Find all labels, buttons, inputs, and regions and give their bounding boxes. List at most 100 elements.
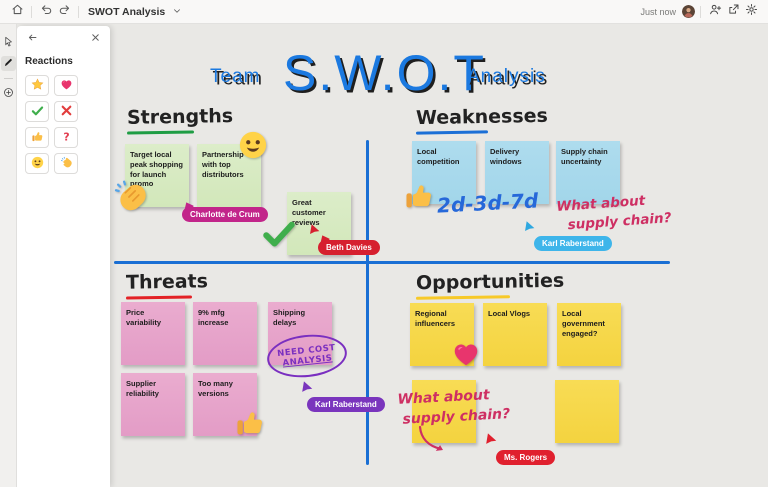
close-icon xyxy=(90,30,101,48)
home-button[interactable] xyxy=(8,3,26,21)
check-emoji xyxy=(261,215,297,251)
thumbs-up-emoji xyxy=(234,406,266,440)
sticky-note-opportunity-3[interactable]: Local government engaged? xyxy=(557,303,621,366)
sticky-note-opportunity-2[interactable]: Local Vlogs xyxy=(483,303,547,366)
note-text: Too many versions xyxy=(198,379,233,398)
note-text: Local government engaged? xyxy=(562,309,605,338)
opportunities-underline xyxy=(415,295,511,300)
pen-icon xyxy=(3,55,14,73)
board-heading-pre: Team xyxy=(210,66,261,87)
reactions-panel: Reactions ? xyxy=(17,26,110,487)
divider xyxy=(78,5,79,18)
share-button[interactable] xyxy=(724,3,742,21)
panel-close-button[interactable] xyxy=(88,32,102,46)
svg-text:?: ? xyxy=(63,130,69,143)
home-icon xyxy=(11,3,24,21)
quadrant-horizontal-line xyxy=(114,261,670,264)
question-icon: ? xyxy=(60,130,73,146)
invite-button[interactable] xyxy=(706,3,724,21)
strengths-heading: Strengths xyxy=(126,105,234,129)
collaborator-tag-charlotte: Charlotte de Crum xyxy=(182,207,268,222)
sticky-note-opportunity-4[interactable] xyxy=(412,380,476,443)
note-text: Local Vlogs xyxy=(488,309,531,318)
heart-icon xyxy=(60,78,73,94)
top-bar: SWOT Analysis Just now xyxy=(0,0,768,24)
thumbs-up-emoji xyxy=(403,179,435,213)
insert-tool-button[interactable] xyxy=(1,86,16,101)
note-text: Regional influencers xyxy=(415,309,456,328)
user-avatar-icon xyxy=(682,5,695,18)
collaborator-cursor-beth xyxy=(308,223,321,236)
reaction-check-button[interactable] xyxy=(25,101,49,122)
reaction-cross-button[interactable] xyxy=(54,101,78,122)
sticky-note-opportunity-5[interactable] xyxy=(555,380,619,443)
wave-icon xyxy=(60,156,73,172)
reaction-wave-button[interactable] xyxy=(54,153,78,174)
weaknesses-heading: Weaknesses xyxy=(415,104,549,130)
reactions-panel-title: Reactions xyxy=(25,56,73,67)
share-icon xyxy=(727,3,740,21)
note-text: 9% mfg increase xyxy=(198,308,229,327)
sticky-note-threat-1[interactable]: Price variability xyxy=(121,302,185,365)
presence-avatar[interactable] xyxy=(682,5,695,18)
ink-lead-times: 2d-3d-7d xyxy=(436,188,539,218)
note-text: Supplier reliability xyxy=(126,379,159,398)
ink-weakness-question: What about supply chain? xyxy=(556,190,672,236)
note-text: Great customer reviews xyxy=(292,198,326,227)
threats-heading: Threats xyxy=(125,270,209,294)
divider xyxy=(31,5,32,18)
sticky-note-threat-3[interactable]: Shipping delays xyxy=(268,302,332,365)
board-heading-main: S.W.O.T xyxy=(283,45,486,101)
reaction-smiley-button[interactable] xyxy=(25,153,49,174)
reaction-star-button[interactable] xyxy=(25,75,49,96)
redo-button[interactable] xyxy=(55,3,73,21)
collaborator-cursor-karl-blue xyxy=(523,220,536,233)
note-text: Supply chain uncertainty xyxy=(561,147,608,166)
note-text: Local competition xyxy=(417,147,460,166)
threats-underline xyxy=(125,295,193,300)
note-text: Partnership with top distributors xyxy=(202,150,244,179)
collaborator-cursor-karl-purple xyxy=(300,380,314,394)
strengths-underline xyxy=(126,130,195,135)
pen-tool-button[interactable] xyxy=(0,55,16,73)
chevron-down-icon xyxy=(172,3,182,21)
smiley-icon xyxy=(31,156,44,172)
sticky-note-weakness-3[interactable]: Supply chain uncertainty xyxy=(556,141,620,204)
note-text: Delivery windows xyxy=(490,147,522,166)
cross-icon xyxy=(60,104,73,120)
undo-button[interactable] xyxy=(37,3,55,21)
person-add-icon xyxy=(709,3,722,21)
panel-back-button[interactable] xyxy=(25,32,39,46)
board-title[interactable]: SWOT Analysis xyxy=(88,5,166,18)
sticky-note-threat-2[interactable]: 9% mfg increase xyxy=(193,302,257,365)
reaction-question-button[interactable]: ? xyxy=(54,127,78,148)
select-tool-button[interactable] xyxy=(1,35,16,50)
sticky-note-weakness-2[interactable]: Delivery windows xyxy=(485,141,549,204)
thumbs-up-icon xyxy=(31,130,44,146)
collaborator-tag-ms-rogers: Ms. Rogers xyxy=(496,450,556,465)
collaborator-cursor-ms-rogers xyxy=(484,432,498,446)
note-text: Target local peak shopping for launch pr… xyxy=(130,150,183,189)
saved-status: Just now xyxy=(640,6,676,17)
gear-icon xyxy=(745,3,758,21)
smiley-emoji xyxy=(238,130,268,160)
sticky-note-threat-4[interactable]: Supplier reliability xyxy=(121,373,185,436)
reaction-heart-button[interactable] xyxy=(54,75,78,96)
collaborator-tag-karl-purple: Karl Raberstand xyxy=(307,397,385,412)
note-text: Price variability xyxy=(126,308,162,327)
quadrant-vertical-line xyxy=(366,140,369,465)
back-arrow-icon xyxy=(27,30,38,48)
reactions-grid: ? xyxy=(25,75,105,174)
reaction-thumbs-up-button[interactable] xyxy=(25,127,49,148)
collaborator-tag-beth: Beth Davies xyxy=(318,240,380,255)
check-icon xyxy=(31,104,44,120)
opportunities-heading: Opportunities xyxy=(415,269,565,295)
board-title-menu-button[interactable] xyxy=(168,3,186,21)
redo-icon xyxy=(58,3,71,21)
settings-button[interactable] xyxy=(742,3,760,21)
weaknesses-underline xyxy=(415,130,489,135)
ink-curved-arrow xyxy=(414,424,450,460)
star-icon xyxy=(31,77,44,94)
plus-circle-icon xyxy=(3,85,14,103)
